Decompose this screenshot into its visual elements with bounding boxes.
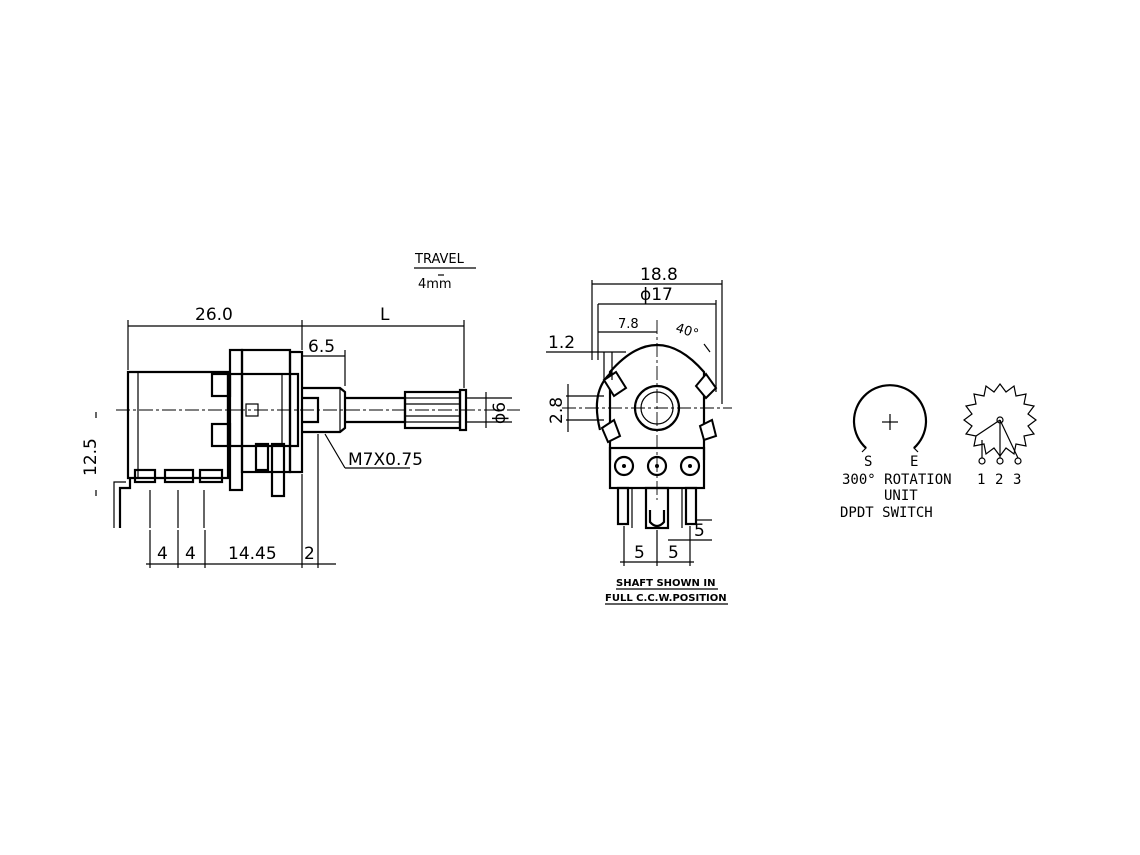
dim-shaft-diameter: ϕ6 <box>490 402 510 424</box>
switch-label: DPDT SWITCH <box>840 505 933 521</box>
travel-value: 4mm <box>418 277 452 292</box>
dim-pin-spacing-2: 5 <box>668 543 679 563</box>
dim-pin-offset: 2 <box>304 544 315 564</box>
dim-bushing-length: 6.5 <box>308 337 335 357</box>
dim-pin-pitch-2: 4 <box>185 544 196 564</box>
dim-height: 12.5 <box>81 438 101 476</box>
terminal-3: 3 <box>1013 472 1021 488</box>
dim-shaft-length: L <box>380 305 390 325</box>
dim-pin-spacing-1: 5 <box>634 543 645 563</box>
dim-pin-vertical: 5 <box>694 521 705 541</box>
note-line2: FULL C.C.W.POSITION <box>605 593 727 604</box>
rotation-line2: UNIT <box>884 488 918 504</box>
dim-width: 18.8 <box>640 265 678 285</box>
dim-offset: 7.8 <box>618 317 639 332</box>
terminal-1: 1 <box>977 472 985 488</box>
dim-angle: 40° <box>674 321 701 342</box>
note-line1: SHAFT SHOWN IN <box>616 578 716 589</box>
label-end: E <box>910 454 918 470</box>
label-start: S <box>864 454 872 470</box>
travel-note: TRAVEL 4mm <box>414 252 476 292</box>
travel-label: TRAVEL <box>414 252 465 267</box>
side-view: 26.0 L 6.5 12.5 ϕ6 M7X0.75 4 4 14.45 2 <box>81 305 520 568</box>
dim-body-length: 26.0 <box>195 305 233 325</box>
thread-callout: M7X0.75 <box>348 450 423 470</box>
terminal-2: 2 <box>995 472 1003 488</box>
dim-body-diameter: ϕ17 <box>640 285 673 305</box>
rotation-line1: 300° ROTATION <box>842 472 952 488</box>
dim-pin-pitch-1: 4 <box>157 544 168 564</box>
dim-lug-height: 2.8 <box>547 397 567 424</box>
schematic: S E 300° ROTATION UNIT DPDT SWITCH 1 2 3 <box>840 383 1037 521</box>
dim-pin-pitch-3: 14.45 <box>228 544 277 564</box>
dim-lug-width: 1.2 <box>548 333 575 353</box>
front-view: 18.8 ϕ17 7.8 40° 1.2 2.8 5 5 5 SHAFT SHO… <box>546 265 732 605</box>
